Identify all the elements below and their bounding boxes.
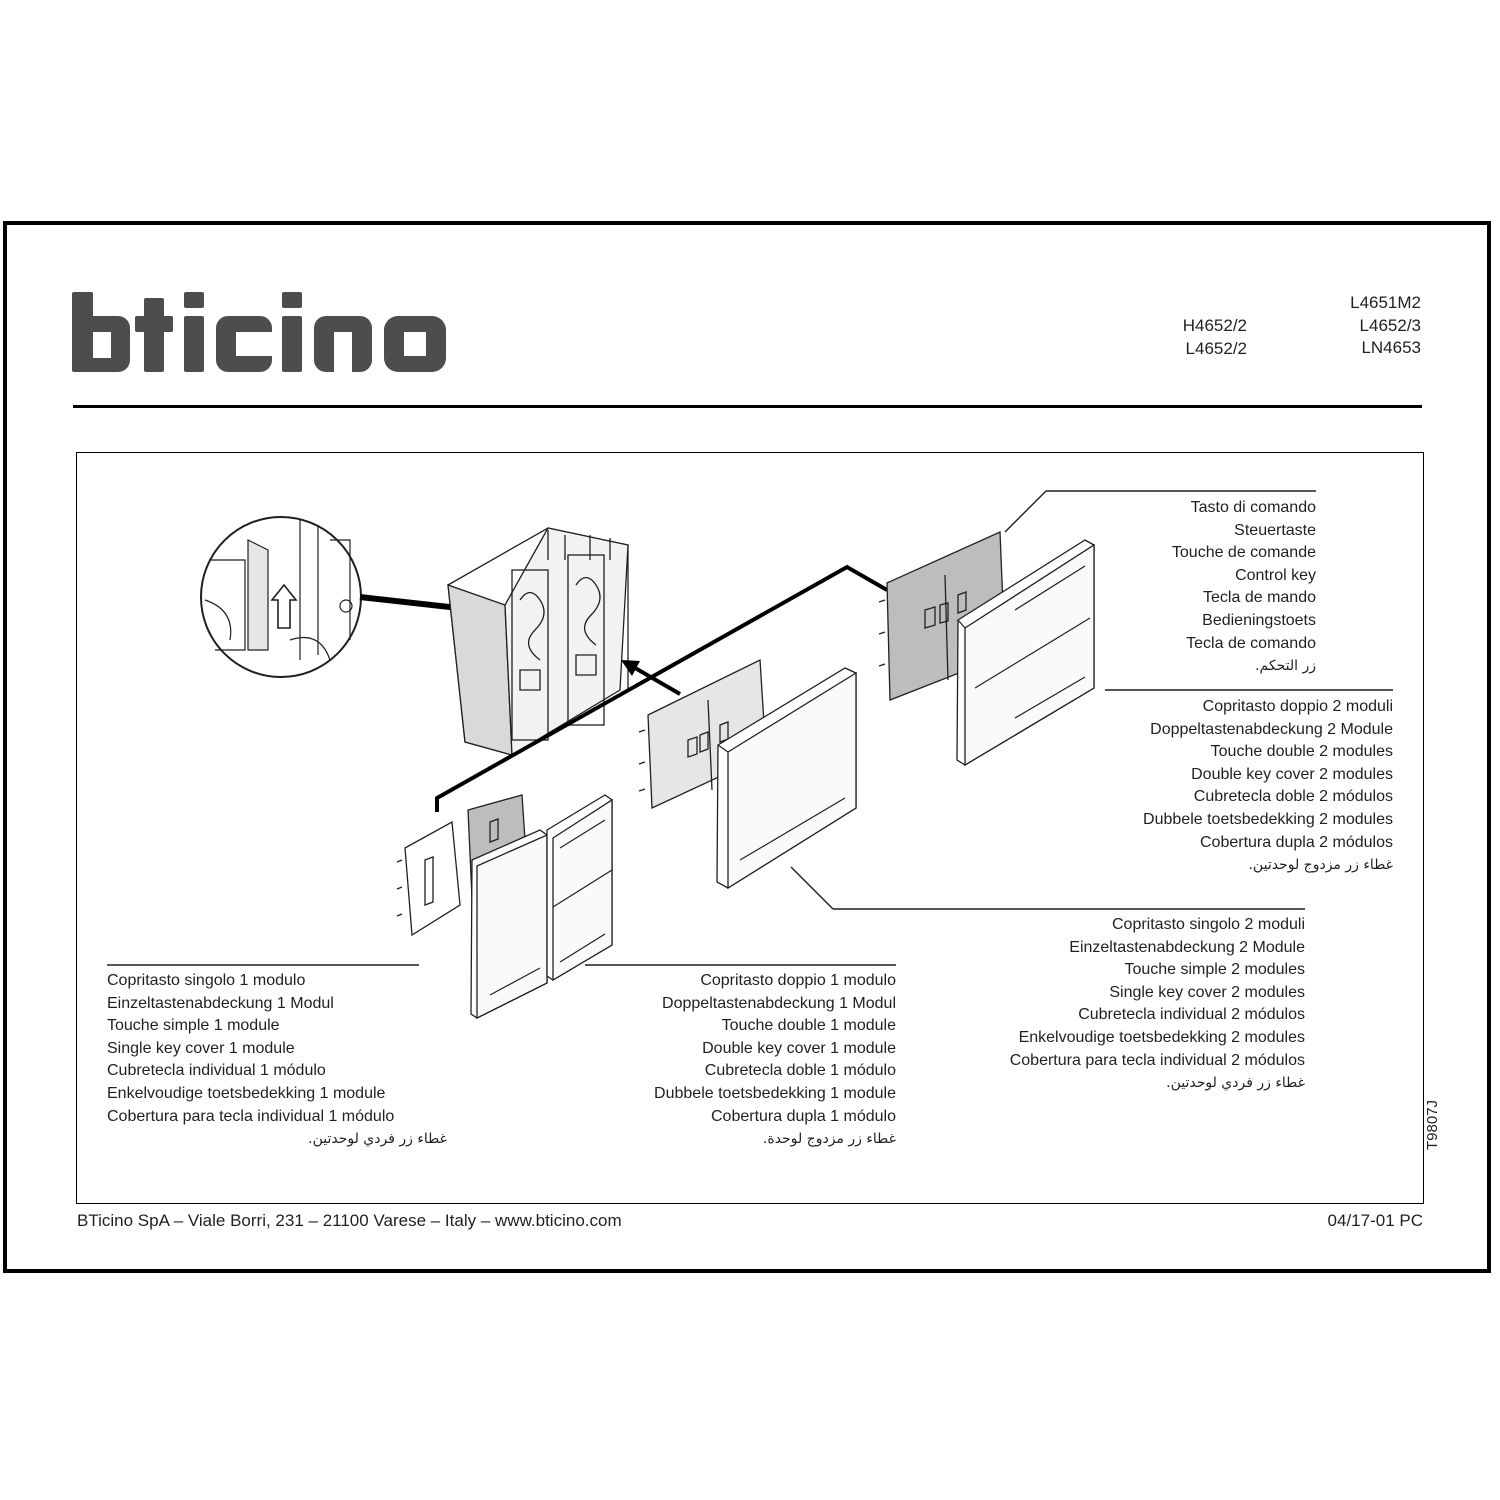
product-code: L4652/2 — [1185, 338, 1247, 358]
product-code: L4652/3 — [1359, 315, 1421, 335]
label-line: Cobertura dupla 1 módulo — [710, 1107, 896, 1125]
label-line: Copritasto doppio 1 modulo — [700, 972, 896, 989]
label-double-key-2-modules: Copritasto doppio 2 moduli Doppeltastena… — [1093, 696, 1393, 877]
footer-address: BTicino SpA – Viale Borri, 231 – 21100 V… — [77, 1211, 622, 1230]
label-single-key-1-module: Copritasto singolo 1 modulo Einzeltasten… — [107, 970, 447, 1151]
label-line: Touche simple 2 modules — [1124, 961, 1305, 979]
label-line: Copritasto singolo 2 moduli — [1112, 916, 1305, 933]
label-line: Cubretecla individual 1 módulo — [107, 1062, 326, 1080]
product-codes-right: L4651M2 L4652/3 LN4653 — [1300, 292, 1421, 360]
control-module — [447, 527, 629, 757]
label-line: Touche double 1 module — [721, 1017, 896, 1035]
label-line-arabic: غطاء زر فردي لوحدتين. — [1166, 1075, 1305, 1092]
label-line: Tasto di comando — [1190, 499, 1316, 516]
label-line: Copritasto singolo 1 modulo — [107, 972, 306, 989]
product-code: L4651M2 — [1350, 293, 1421, 312]
double-key-cover-2-modules — [878, 531, 1095, 767]
label-line: Touche double 2 modules — [1210, 743, 1393, 761]
label-line: Doppeltastenabdeckung 1 Modul — [662, 994, 896, 1012]
label-line: Control key — [1235, 566, 1316, 584]
sheet-border — [3, 221, 1491, 1273]
label-line: Tecla de comando — [1186, 634, 1316, 652]
label-line: Dubbele toetsbedekking 1 module — [654, 1084, 896, 1102]
document-reference: T9807J — [1424, 1099, 1441, 1150]
label-line: Copritasto doppio 2 moduli — [1202, 698, 1393, 715]
label-line: Single key cover 1 module — [107, 1039, 295, 1057]
label-line: Cubretecla individual 2 módulos — [1078, 1006, 1305, 1024]
label-line: Doppeltastenabdeckung 2 Module — [1150, 720, 1393, 738]
product-code: LN4653 — [1361, 338, 1421, 357]
single-key-cover-2-modules — [638, 658, 857, 890]
label-line: Enkelvoudige toetsbedekking 2 modules — [1018, 1028, 1305, 1046]
label-line: Cobertura para tecla individual 2 módulo… — [1009, 1051, 1305, 1069]
label-line: Enkelvoudige toetsbedekking 1 module — [107, 1084, 386, 1102]
product-code: H4652/2 — [1182, 316, 1247, 335]
label-line: Cobertura dupla 2 módulos — [1199, 833, 1393, 851]
label-line-arabic: زر التحكم. — [1255, 658, 1316, 675]
label-line-arabic: غطاء زر مزدوج لوحدة. — [762, 1131, 896, 1148]
label-single-key-2-modules: Copritasto singolo 2 moduli Einzeltasten… — [955, 914, 1305, 1095]
label-line: Dubbele toetsbedekking 2 modules — [1143, 810, 1393, 828]
label-line: Steuertaste — [1234, 521, 1316, 539]
label-line: Double key cover 2 modules — [1191, 765, 1393, 783]
key-covers-1-module — [396, 794, 613, 1020]
label-line: Cobertura para tecla individual 1 módulo — [107, 1107, 395, 1125]
product-codes-left: H4652/2 L4652/2 — [1100, 315, 1247, 360]
label-line: Double key cover 1 module — [702, 1039, 896, 1057]
illustration-frame — [76, 452, 1424, 1204]
label-line: Cubretecla doble 1 módulo — [704, 1062, 896, 1080]
label-line-arabic: غطاء زر مزدوج لوحدتين. — [1248, 857, 1393, 874]
label-line: Einzeltastenabdeckung 2 Module — [1069, 938, 1305, 956]
label-control-key: Tasto di comando Steuertaste Touche de c… — [1016, 497, 1316, 678]
label-line: Einzeltastenabdeckung 1 Modul — [107, 994, 334, 1012]
label-line: Touche de comande — [1171, 544, 1316, 562]
label-line: Tecla de mando — [1203, 589, 1316, 607]
footer-date-code: 04/17-01 PC — [1327, 1211, 1423, 1230]
label-line: Cubretecla doble 2 módulos — [1193, 788, 1393, 806]
header-divider — [73, 405, 1422, 408]
label-line: Touche simple 1 module — [107, 1017, 280, 1035]
label-line: Single key cover 2 modules — [1109, 983, 1305, 1001]
bticino-logo — [72, 292, 446, 372]
label-line: Bedieningstoets — [1202, 611, 1316, 629]
label-double-key-1-module: Copritasto doppio 1 modulo Doppeltastena… — [596, 970, 896, 1151]
label-line-arabic: غطاء زر فردي لوحدتين. — [308, 1131, 447, 1148]
